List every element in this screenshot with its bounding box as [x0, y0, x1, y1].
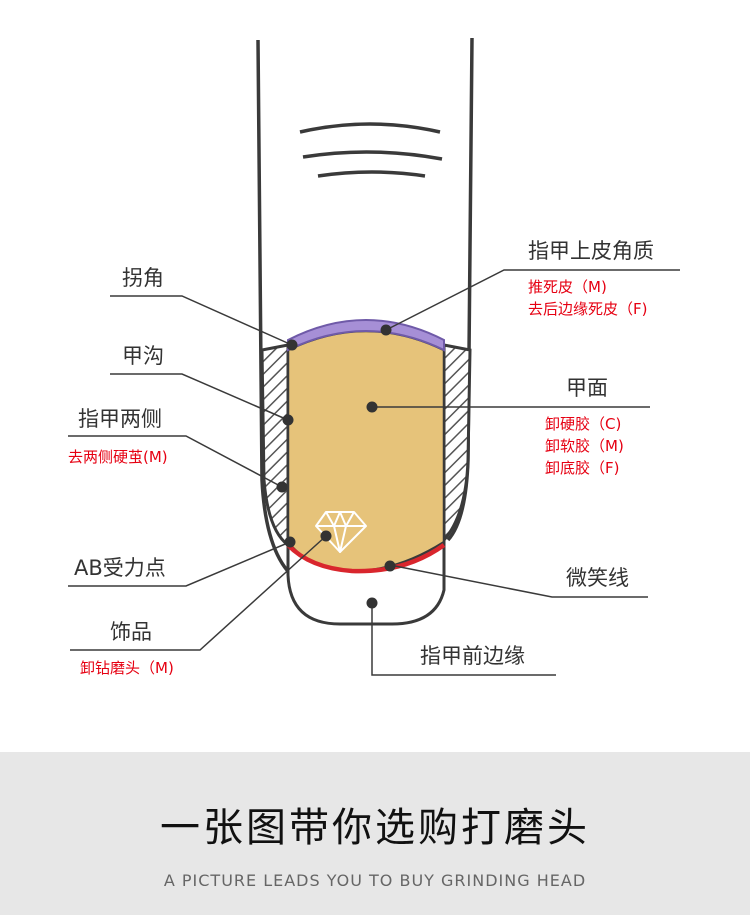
point-ab [284, 536, 296, 548]
leader-weixiao [389, 564, 648, 598]
leader-guaijiao [110, 295, 293, 346]
point-jiamian [366, 401, 378, 413]
anatomy-points [276, 324, 396, 609]
banner: 一张图带你选购打磨头 A PICTURE LEADS YOU TO BUY GR… [0, 752, 750, 915]
label-shangpi: 指甲上皮角质 [528, 239, 654, 263]
label-jiamian: 甲面 [566, 376, 608, 400]
knuckle-crease [299, 122, 441, 134]
banner-subtitle: A PICTURE LEADS YOU TO BUY GRINDING HEAD [163, 871, 587, 890]
nail-side-wall-right [442, 343, 472, 544]
banner-title: 一张图带你选购打磨头 [160, 805, 590, 851]
cuticle [287, 319, 445, 352]
sub-jiamian-2: 卸软胶（M) [545, 437, 624, 455]
diamond-icon [315, 511, 367, 553]
leader-liangce [68, 435, 283, 488]
label-jiagou: 甲沟 [122, 344, 164, 368]
knuckle-crease [317, 170, 426, 178]
point-guaijiao [286, 339, 298, 351]
label-weixiao: 微笑线 [566, 566, 629, 590]
sub-shipin: 卸钻磨头（M) [80, 659, 174, 677]
point-shipin [320, 530, 332, 542]
sub-shangpi-1: 推死皮（M) [528, 278, 607, 296]
sub-jiamian-3: 卸底胶（F) [545, 459, 620, 477]
point-jiagou [282, 414, 294, 426]
sub-jiamian-1: 卸硬胶（C) [545, 415, 622, 433]
nail-plate [286, 329, 446, 573]
label-shipin: 饰品 [110, 620, 152, 644]
smile-line [286, 543, 446, 574]
leader-ab [68, 541, 291, 587]
finger-illustration [68, 37, 680, 676]
knuckle-crease [302, 150, 443, 161]
label-ab: AB受力点 [74, 556, 166, 580]
point-qianbian [366, 597, 378, 609]
label-liangce: 指甲两侧 [78, 407, 162, 431]
nail-anatomy-diagram: 拐角 甲沟 指甲两侧 去两侧硬茧(M) AB受力点 饰品 卸钻磨头（M) 指甲上… [68, 37, 680, 677]
leader-jiagou [110, 373, 289, 421]
sub-shangpi-2: 去后边缘死皮（F) [528, 300, 648, 318]
sub-liangce: 去两侧硬茧(M) [68, 448, 168, 466]
label-qianbian: 指甲前边缘 [420, 644, 525, 668]
leader-shipin [70, 535, 327, 651]
leader-qianbian [371, 602, 556, 676]
point-liangce [276, 481, 288, 493]
label-guaijiao: 拐角 [122, 266, 164, 290]
point-weixiao [384, 560, 396, 572]
point-shangpi [380, 324, 392, 336]
leader-shangpi [385, 269, 680, 331]
leader-lines [68, 269, 680, 676]
